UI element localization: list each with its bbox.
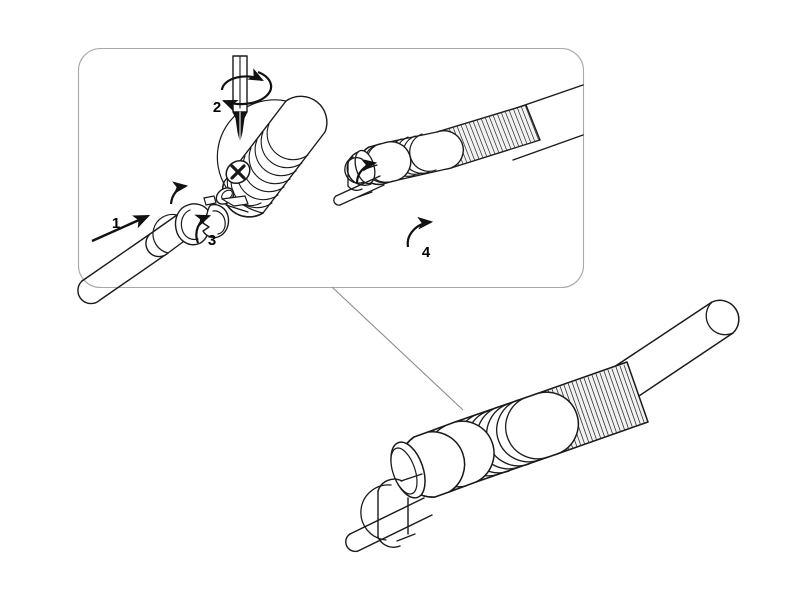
connector-body-inset: [215, 95, 328, 218]
step-label-1: 1: [112, 215, 120, 232]
collar-step-rings-main: [399, 420, 495, 498]
center-pin-main: [345, 473, 433, 553]
step-1-arrow: [91, 214, 151, 243]
panel-to-detail-leader: [331, 286, 464, 411]
set-screw-head: [225, 159, 251, 185]
step-3-arrow: [169, 181, 212, 244]
step-label-4: 4: [422, 244, 431, 261]
screwdriver: [232, 55, 248, 141]
step-2-arrow: [220, 68, 273, 112]
coaxial-cable-main: [604, 299, 740, 405]
split-ferrule-ring: [174, 195, 230, 246]
exploded-connector-view: [77, 55, 328, 305]
step-label-3: 3: [208, 232, 216, 249]
step-label-2: 2: [213, 99, 221, 116]
finished-assembly-detail: [345, 299, 740, 553]
leader-line: [331, 286, 464, 411]
assembled-connector-view: [333, 84, 584, 206]
step-4-arrow: [355, 158, 434, 248]
phillips-cross-slot: [230, 164, 246, 180]
rca-plug-shell-main: [360, 441, 426, 548]
